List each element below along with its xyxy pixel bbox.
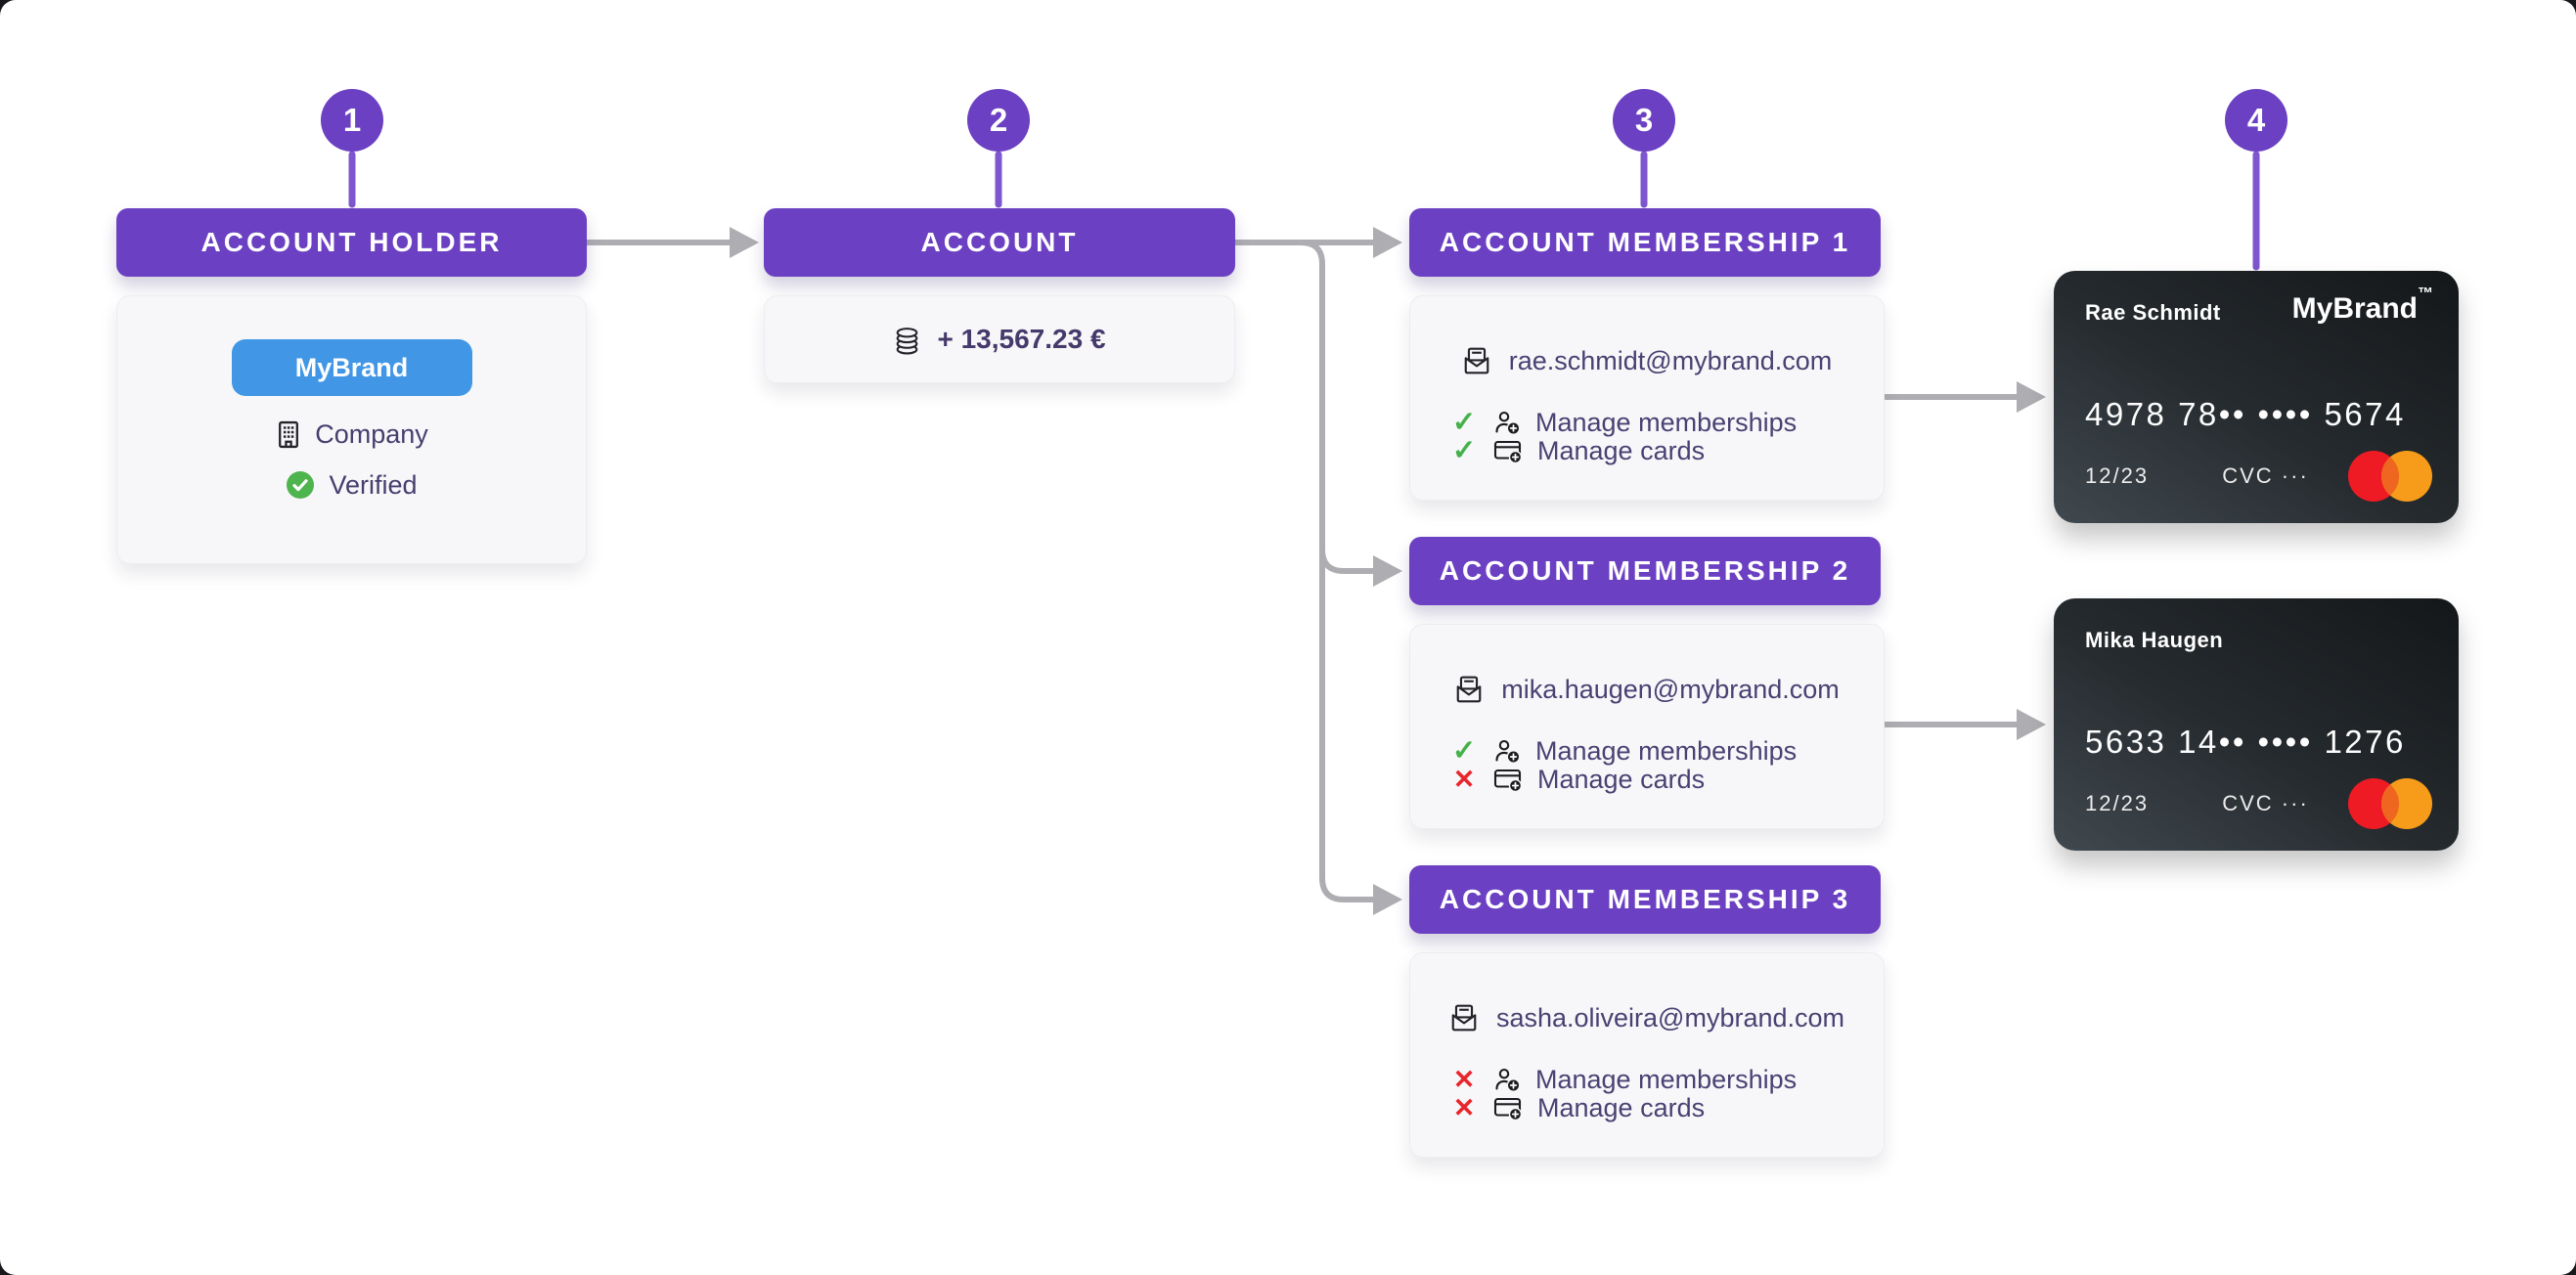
entity-type-row: Company <box>117 418 586 451</box>
permission-status-icon: ✓ <box>1451 434 1477 466</box>
membership-email: mika.haugen@mybrand.com <box>1501 674 1840 704</box>
credit-card-2: Mika Haugen 5633 14•• •••• 1276 12/23 CV… <box>2054 598 2459 851</box>
card-number: 4978 78•• •••• 5674 <box>2085 396 2406 432</box>
permission-row: ✓ Manage cards <box>1449 435 1705 466</box>
mail-icon <box>1451 1004 1477 1032</box>
permission-label: Manage cards <box>1537 435 1706 465</box>
card-add-icon <box>1493 769 1523 792</box>
membership-2-card: mika.haugen@mybrand.com ✓ Manage members… <box>1409 624 1885 829</box>
trademark-symbol: ™ <box>2418 286 2433 302</box>
card-add-icon <box>1493 1097 1523 1121</box>
permission-label: Manage memberships <box>1535 1064 1798 1094</box>
marker-stems <box>348 151 2260 271</box>
permission-label: Manage memberships <box>1535 407 1798 437</box>
account-holder-card: MyBrand Company Verified <box>116 295 587 564</box>
mail-icon <box>1456 676 1482 703</box>
membership-3-header: ACCOUNT MEMBERSHIP 3 <box>1409 865 1881 934</box>
permission-row: ✓ Manage memberships <box>1449 407 1797 438</box>
step-marker-1: 1 <box>321 89 383 152</box>
coins-icon <box>897 327 918 354</box>
credit-card-1: Rae Schmidt MyBrand™ 4978 78•• •••• 5674… <box>2054 271 2459 523</box>
verified-row: Verified <box>117 468 586 502</box>
email-row: sasha.oliveira@mybrand.com <box>1410 1000 1884 1035</box>
membership-1-header: ACCOUNT MEMBERSHIP 1 <box>1409 208 1881 277</box>
card-expiry: 12/23 <box>2085 791 2150 815</box>
person-add-icon <box>1495 411 1521 435</box>
account-balance-card: + 13,567.23 € <box>764 295 1235 383</box>
permission-row: ✕ Manage cards <box>1449 1092 1705 1123</box>
account-balance: + 13,567.23 € <box>937 324 1106 354</box>
permission-status-icon: ✓ <box>1451 406 1477 438</box>
step-marker-3: 3 <box>1613 89 1675 152</box>
membership-email: rae.schmidt@mybrand.com <box>1508 345 1833 375</box>
card-add-icon <box>1493 440 1523 463</box>
permission-row: ✕ Manage memberships <box>1449 1064 1797 1095</box>
mail-icon <box>1464 347 1489 374</box>
card-cvc: CVC ··· <box>2222 791 2309 815</box>
card-cvc: CVC ··· <box>2222 463 2309 488</box>
permission-label: Manage cards <box>1537 764 1706 794</box>
card-brand-logo: MyBrand™ <box>2291 286 2433 325</box>
building-icon <box>279 420 299 448</box>
mastercard-logo <box>2347 778 2432 829</box>
membership-email: sasha.oliveira@mybrand.com <box>1495 1002 1845 1033</box>
permission-status-icon: ✕ <box>1452 1064 1476 1094</box>
verified-icon <box>287 471 315 499</box>
account-holder-header: ACCOUNT HOLDER <box>116 208 587 277</box>
permission-status-icon: ✕ <box>1452 764 1476 794</box>
membership-1-card: rae.schmidt@mybrand.com ✓ Manage members… <box>1409 295 1885 501</box>
permission-row: ✕ Manage cards <box>1449 764 1705 795</box>
permission-label: Manage cards <box>1537 1092 1706 1122</box>
permission-row: ✓ Manage memberships <box>1449 735 1797 767</box>
brand-badge: MyBrand <box>231 339 472 396</box>
permission-label: Manage memberships <box>1535 735 1798 766</box>
step-marker-4: 4 <box>2225 89 2287 152</box>
card-number: 5633 14•• •••• 1276 <box>2085 724 2406 760</box>
entity-type-label: Company <box>315 418 428 449</box>
cardholder-name: Rae Schmidt <box>2085 300 2221 325</box>
cardholder-name: Mika Haugen <box>2085 628 2224 652</box>
person-add-icon <box>1495 1068 1521 1092</box>
step-marker-2: 2 <box>967 89 1030 152</box>
verified-label: Verified <box>329 469 418 500</box>
email-row: rae.schmidt@mybrand.com <box>1410 343 1884 378</box>
card-expiry: 12/23 <box>2085 463 2150 488</box>
membership-2-header: ACCOUNT MEMBERSHIP 2 <box>1409 537 1881 605</box>
permission-status-icon: ✕ <box>1452 1092 1476 1122</box>
membership-3-card: sasha.oliveira@mybrand.com ✕ Manage memb… <box>1409 952 1885 1158</box>
mastercard-logo <box>2347 451 2432 502</box>
permission-status-icon: ✓ <box>1451 734 1477 767</box>
email-row: mika.haugen@mybrand.com <box>1410 672 1884 707</box>
person-add-icon <box>1495 739 1521 764</box>
account-header: ACCOUNT <box>764 208 1235 277</box>
